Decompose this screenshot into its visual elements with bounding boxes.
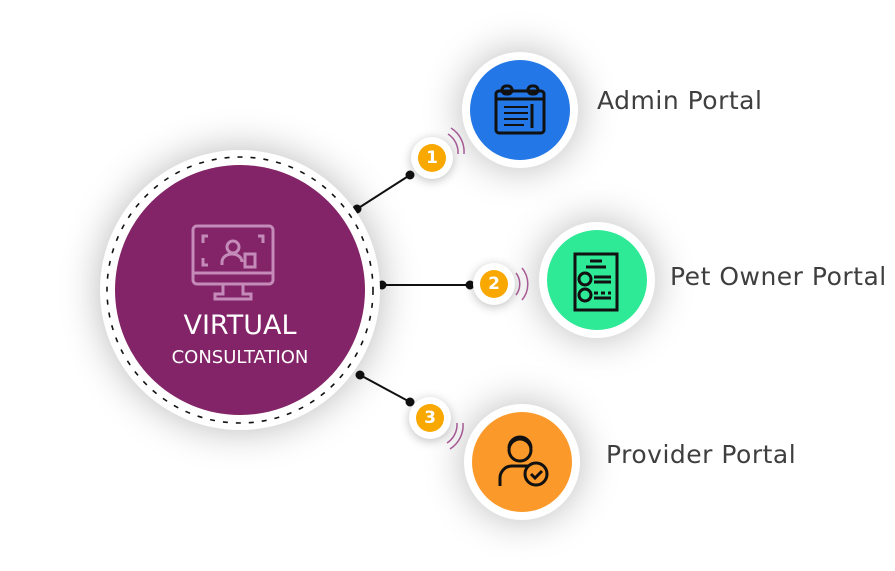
admin-portal-node[interactable]	[462, 52, 578, 168]
step-badge-3: 3	[409, 397, 451, 439]
profile-document-icon	[573, 252, 619, 312]
center-title: VIRTUAL	[183, 310, 297, 341]
connector-1	[356, 174, 411, 210]
provider-check-icon	[498, 435, 549, 487]
admin-portal-label[interactable]: Admin Portal	[597, 86, 763, 115]
center-subtitle: CONSULTATION	[171, 347, 309, 368]
step-badge-1: 1	[411, 137, 453, 179]
calendar-icon	[494, 84, 546, 135]
provider-portal-node[interactable]	[464, 404, 580, 520]
provider-portal-label[interactable]: Provider Portal	[606, 440, 797, 469]
monitor-user-icon	[191, 224, 275, 301]
signal-waves	[446, 127, 529, 450]
connector-3	[359, 374, 411, 403]
step-badge-2: 2	[473, 263, 515, 305]
central-node: VIRTUAL CONSULTATION	[100, 150, 380, 430]
virtual-consultation-circle: VIRTUAL CONSULTATION	[115, 165, 365, 415]
dashed-ring	[106, 156, 374, 424]
pet-owner-portal-node[interactable]	[539, 222, 655, 338]
pet-owner-portal-label[interactable]: Pet Owner Portal	[670, 262, 887, 291]
